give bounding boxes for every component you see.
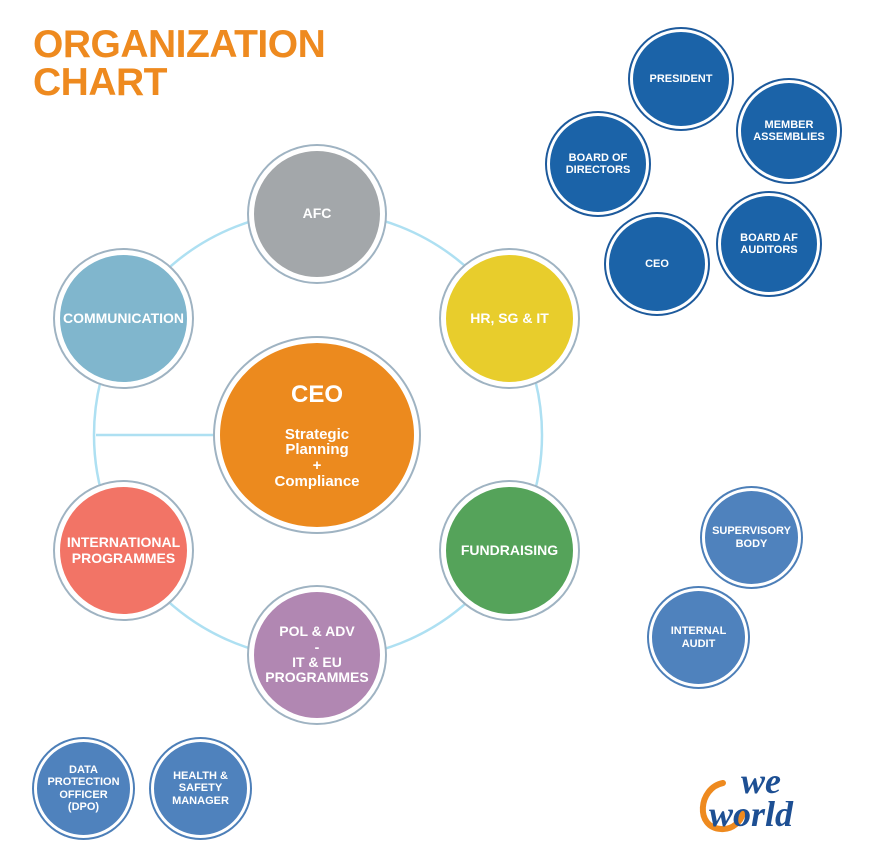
title-line-2: CHART xyxy=(33,61,167,104)
node-health-safety-label: HEALTH & SAFETY MANAGER xyxy=(172,770,229,807)
node-supervisory-body[interactable]: SUPERVISORY BODY xyxy=(702,488,801,587)
weworld-logo: we world xyxy=(699,763,794,833)
node-member-assemblies-label: MEMBER ASSEMBLIES xyxy=(753,118,825,143)
node-president-label: PRESIDENT xyxy=(649,72,713,85)
node-board-of-directors-label: BOARD OF DIRECTORS xyxy=(565,151,631,176)
node-president[interactable]: PRESIDENT xyxy=(630,29,732,129)
node-board-af-auditors[interactable]: BOARD AF AUDITORS xyxy=(718,193,820,295)
node-ceo-center[interactable]: CEO Strategic Planning + Compliance xyxy=(215,338,419,532)
node-ceo-governance-label: CEO xyxy=(645,257,669,270)
node-pol-adv-label: POL & ADV - IT & EU PROGRAMMES xyxy=(265,623,369,686)
node-health-safety[interactable]: HEALTH & SAFETY MANAGER xyxy=(151,739,250,838)
ceo-center-title: CEO xyxy=(290,380,343,408)
node-pol-adv[interactable]: POL & ADV - IT & EU PROGRAMMES xyxy=(249,587,385,723)
logo-world: world xyxy=(709,794,794,833)
node-board-of-directors[interactable]: BOARD OF DIRECTORS xyxy=(547,113,649,215)
ceo-center-subtitle: Strategic Planning + Compliance xyxy=(274,425,360,490)
node-dpo-label: DATA PROTECTION OFFICER (DPO) xyxy=(47,764,120,813)
node-fundraising-label: FUNDRAISING xyxy=(460,541,559,558)
node-afc[interactable]: AFC xyxy=(249,146,385,282)
logo-swoosh xyxy=(699,780,746,833)
node-international-programmes[interactable]: INTERNATIONAL PROGRAMMES xyxy=(55,482,192,619)
logo-we: we xyxy=(741,763,781,801)
node-board-af-auditors-label: BOARD AF AUDITORS xyxy=(740,231,798,256)
node-supervisory-body-label: SUPERVISORY BODY xyxy=(712,525,791,550)
node-internal-audit[interactable]: INTERNAL AUDIT xyxy=(649,588,748,687)
node-international-programmes-label: INTERNATIONAL PROGRAMMES xyxy=(66,534,181,566)
node-communication-label: COMMUNICATION xyxy=(62,309,185,326)
node-dpo[interactable]: DATA PROTECTION OFFICER (DPO) xyxy=(34,739,133,838)
node-fundraising[interactable]: FUNDRAISING xyxy=(441,482,578,619)
node-member-assemblies[interactable]: MEMBER ASSEMBLIES xyxy=(738,80,840,182)
node-afc-label: AFC xyxy=(302,205,332,222)
page-title: ORGANIZATION CHART xyxy=(33,23,326,104)
node-internal-audit-label: INTERNAL AUDIT xyxy=(670,625,727,650)
node-hr-sg-it-label: HR, SG & IT xyxy=(470,309,549,326)
node-hr-sg-it[interactable]: HR, SG & IT xyxy=(441,250,578,387)
node-communication[interactable]: COMMUNICATION xyxy=(55,250,192,387)
node-ceo-governance[interactable]: CEO xyxy=(606,214,708,314)
title-line-1: ORGANIZATION xyxy=(33,23,326,66)
